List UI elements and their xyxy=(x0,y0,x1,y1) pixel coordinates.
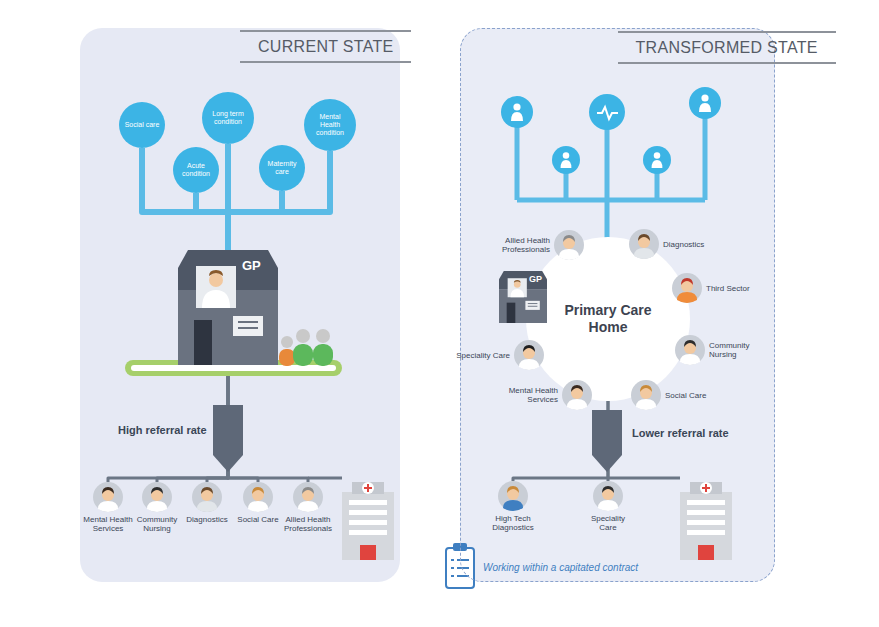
gp-building: GP xyxy=(178,250,278,365)
referral-note: Lower referral rate xyxy=(632,423,729,441)
connector xyxy=(196,193,228,250)
hospital xyxy=(680,482,732,560)
need-label: Social care xyxy=(125,121,160,129)
service-label: Community Nursing xyxy=(131,515,183,533)
service-person: Community Nursing xyxy=(675,335,763,365)
need-label: Long term condition xyxy=(207,110,249,126)
person-icon xyxy=(192,482,222,512)
person-icon xyxy=(593,481,623,511)
hub-circle: Primary Care Home xyxy=(526,237,690,401)
state-panel: TRANSFORMED STATEPrimary Care HomeGPAlli… xyxy=(460,28,775,582)
gp-building: GP xyxy=(499,271,547,323)
service-label: Community Nursing xyxy=(709,341,763,359)
referral-note-text: High referral rate xyxy=(118,424,207,436)
contract-note: Working within a capitated contract xyxy=(483,557,638,575)
person-icon xyxy=(631,380,661,410)
service-label: Third Sector xyxy=(706,284,750,293)
need-circles xyxy=(501,87,721,174)
need-circle: Social care xyxy=(119,102,165,148)
service-person: Diagnostics xyxy=(629,229,704,259)
panel-ground xyxy=(460,28,775,582)
service-label: Social Care xyxy=(237,515,278,524)
service-label: Speciality Care xyxy=(456,351,510,360)
panel-title: CURRENT STATE xyxy=(240,30,411,63)
service-label: Diagnostics xyxy=(663,240,704,249)
person-icon xyxy=(93,482,123,512)
referral-note-text: Lower referral rate xyxy=(632,427,729,439)
service-label: Diagnostics xyxy=(186,515,227,524)
person-icon xyxy=(498,481,528,511)
service-label: Allied Health Professionals xyxy=(282,515,334,533)
service-person: Social Care xyxy=(631,380,706,410)
person-icon xyxy=(554,230,584,260)
connector xyxy=(108,365,228,482)
hospital xyxy=(342,482,394,560)
service-label: High Tech Diagnostics xyxy=(487,514,539,532)
service-person: High Tech Diagnostics xyxy=(487,481,539,532)
service-label: Mental Health Services xyxy=(82,515,134,533)
need-label: Maternity care xyxy=(264,160,301,176)
person-icon xyxy=(293,482,323,512)
panel-ground xyxy=(80,28,400,582)
service-person: Mental Health Services xyxy=(504,380,592,410)
service-label: Mental Health Services xyxy=(504,386,558,404)
gp-label: GP xyxy=(242,258,261,273)
service-person: Third Sector xyxy=(672,273,750,303)
bus-stub xyxy=(308,477,680,480)
gp-label: GP xyxy=(529,274,542,284)
funnel xyxy=(213,405,622,472)
panel-title: TRANSFORMED STATE xyxy=(618,31,836,64)
service-label: Allied Health Professionals xyxy=(496,236,550,254)
need-circle: Long term condition xyxy=(202,92,254,144)
person-icon xyxy=(243,482,273,512)
service-person: Speciality Care xyxy=(456,340,544,370)
person-icon xyxy=(672,273,702,303)
service-person: Speciality Care xyxy=(582,481,634,532)
need-circle: Mental Health condition xyxy=(304,99,356,151)
need-label: Acute condition xyxy=(178,162,215,178)
service-person: Diagnostics xyxy=(181,482,233,524)
connector xyxy=(142,148,228,250)
service-person: Social Care xyxy=(232,482,284,524)
patients xyxy=(279,329,333,366)
service-person: Allied Health Professionals xyxy=(496,230,584,260)
service-person: Community Nursing xyxy=(131,482,183,533)
building-shape xyxy=(178,250,278,365)
person-icon xyxy=(675,335,705,365)
person-icon xyxy=(562,380,592,410)
person-icon xyxy=(514,340,544,370)
need-label: Mental Health condition xyxy=(309,113,351,137)
state-panel: CURRENT STATESocial careAcute conditionL… xyxy=(80,28,400,582)
service-person: Allied Health Professionals xyxy=(282,482,334,533)
service-label: Speciality Care xyxy=(582,514,634,532)
need-circle: Maternity care xyxy=(259,145,305,191)
connector xyxy=(228,151,330,250)
service-label: Social Care xyxy=(665,391,706,400)
person-icon xyxy=(142,482,172,512)
person-icon xyxy=(629,229,659,259)
connector xyxy=(228,191,282,250)
hub-label: Primary Care Home xyxy=(553,302,663,336)
referral-note: High referral rate xyxy=(118,420,207,438)
contract-note-text: Working within a capitated contract xyxy=(483,562,638,573)
service-person: Mental Health Services xyxy=(82,482,134,533)
need-circle: Acute condition xyxy=(173,147,219,193)
